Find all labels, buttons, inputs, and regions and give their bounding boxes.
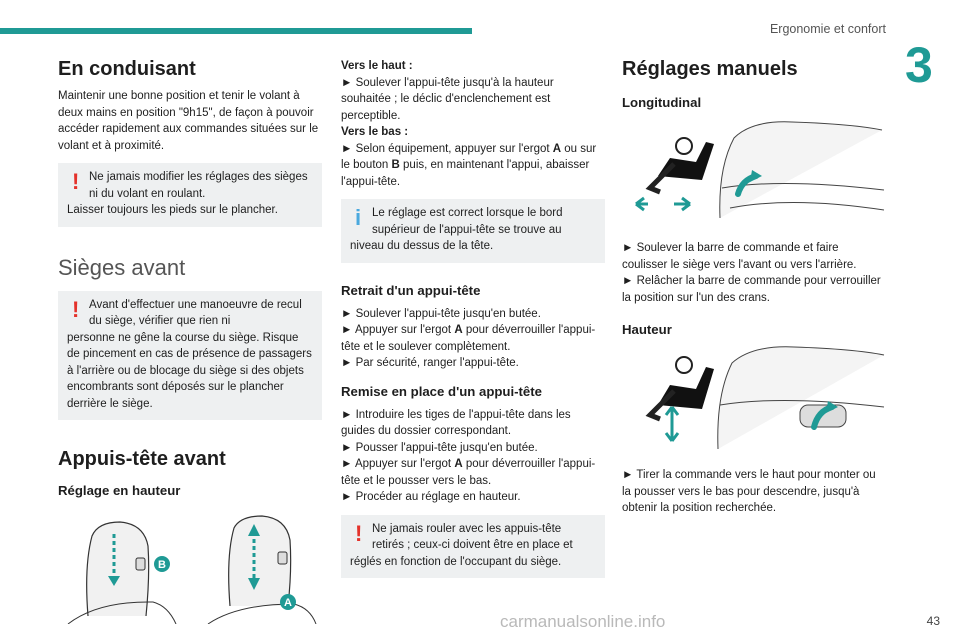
up-label: Vers le haut : (341, 60, 413, 72)
warning-box-seats: ! Avant d'effectuer une manoeuvre de rec… (58, 290, 322, 420)
height-illustration (645, 346, 885, 450)
longitudinal-step-1: ► Soulever la barre de commande et faire… (622, 242, 857, 271)
refit-step-4: ► Procéder au réglage en hauteur. (341, 491, 521, 503)
column-2: Vers le haut : ► Soulever l'appui-tête j… (341, 58, 605, 578)
remove-step-1: ► Soulever l'appui-tête jusqu'en butée. (341, 307, 541, 320)
heading-refit-headrest: Remise en place d'un appui-tête (341, 383, 542, 399)
up-text: ► Soulever l'appui-tête jusqu'à la haute… (341, 76, 554, 122)
height-step-1: ► Tirer la commande vers le haut pour mo… (622, 469, 876, 514)
warning-icon: ! (355, 520, 363, 546)
label-a: A (284, 597, 292, 609)
longitudinal-step-2: ► Relâcher la barre de commande pour ver… (622, 275, 881, 304)
heading-longitudinal: Longitudinal (622, 95, 702, 110)
refit-step-1: ► Introduire les tiges de l'appui-tête d… (341, 408, 571, 438)
warning-text-2: Laisser toujours les pieds sur le planch… (67, 204, 278, 216)
warning-text-2: réglés en fonction de l'occupant du sièg… (350, 555, 562, 568)
label-b-marker (154, 556, 170, 572)
refit-step-3: ► Appuyer sur l'ergot A pour déverrouill… (341, 458, 596, 487)
info-box-headrest: i Le réglage est correct lorsque le bord… (341, 199, 605, 263)
heading-height-adjust: Réglage en hauteur (58, 483, 181, 498)
warning-text-2: personne ne gêne la course du siège. Ris… (67, 331, 312, 410)
warning-text-1: Avant d'effectuer une manoeuvre de recul… (89, 298, 302, 328)
headrest-illustration: B A (67, 515, 317, 624)
column-1: En conduisant Maintenir une bonne positi… (58, 58, 322, 624)
label-a-marker (280, 594, 296, 610)
section-title: Ergonomie et confort (769, 22, 886, 36)
chapter-number: 3 (905, 37, 933, 93)
heading-headrests: Appuis-tête avant (58, 448, 226, 470)
warning-text-1: Ne jamais rouler avec les appuis-tête re… (372, 522, 573, 552)
info-text-2: niveau du dessus de la tête. (350, 240, 494, 252)
page-number: 43 (926, 614, 940, 628)
info-text-1: Le réglage est correct lorsque le bord s… (372, 207, 563, 236)
warning-box-driving: ! Ne jamais modifier les réglages des si… (58, 163, 322, 227)
label-b: B (158, 559, 166, 571)
longitudinal-illustration (635, 121, 885, 219)
warning-text-1: Ne jamais modifier les réglages des sièg… (89, 171, 308, 200)
warning-box-headrest: ! Ne jamais rouler avec les appuis-tête … (341, 514, 605, 578)
header-accent-bar (0, 28, 472, 34)
heading-manual-settings: Réglages manuels (622, 58, 798, 80)
heading-driving: En conduisant (58, 58, 196, 80)
down-text: ► Selon équipement, appuyer sur l'ergot … (341, 142, 597, 188)
column-3: Réglages manuels Longitudinal ► Soulever… (622, 58, 886, 517)
down-label: Vers le bas : (341, 126, 409, 138)
heading-height: Hauteur (622, 322, 672, 337)
info-icon: i (355, 205, 362, 230)
refit-step-2: ► Pousser l'appui-tête jusqu'en butée. (341, 441, 538, 454)
warning-icon: ! (72, 296, 80, 322)
heading-front-seats: Sièges avant (58, 254, 186, 280)
paragraph-driving: Maintenir une bonne position et tenir le… (58, 90, 319, 152)
warning-icon: ! (72, 169, 80, 194)
remove-step-2: ► Appuyer sur l'ergot A pour déverrouill… (341, 324, 596, 353)
watermark: carmanualsonline.info (500, 612, 666, 631)
remove-step-3: ► Par sécurité, ranger l'appui-tête. (341, 357, 519, 369)
heading-remove-headrest: Retrait d'un appui-tête (341, 282, 481, 298)
